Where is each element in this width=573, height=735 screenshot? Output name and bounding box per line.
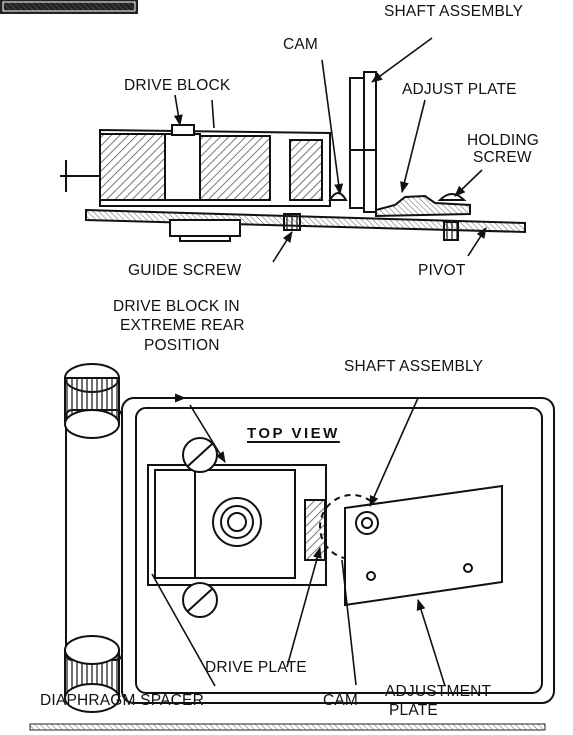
label-top-view: TOP VIEW [247, 425, 340, 442]
adjustment-plate-top [344, 484, 503, 607]
label-drive-block-rear-3: POSITION [144, 337, 220, 354]
label-cam-top: CAM [283, 36, 319, 53]
guide-screw-shape [169, 213, 301, 242]
housing-inner [135, 407, 543, 694]
label-adjustment-plate-1: ADJUSTMENT [385, 683, 492, 700]
drive-block-top [147, 464, 327, 586]
bottom-rule [29, 723, 546, 731]
knob-column [64, 363, 123, 713]
label-shaft-assembly-top: SHAFT ASSEMBLY [384, 3, 524, 20]
label-drive-block: DRIVE BLOCK [124, 77, 231, 94]
header-strip [0, 0, 138, 14]
label-holding-screw-1: HOLDING [467, 132, 540, 149]
cam-shape [328, 192, 348, 201]
label-holding-screw-2: SCREW [473, 149, 532, 166]
side-view-leaders [173, 37, 487, 263]
label-drive-block-rear-1: DRIVE BLOCK IN [113, 298, 240, 315]
label-drive-plate: DRIVE PLATE [205, 659, 307, 676]
side-view [60, 71, 526, 242]
drive-block-body [60, 124, 331, 207]
label-shaft-assembly-bottom: SHAFT ASSEMBLY [344, 358, 484, 375]
label-cam-bottom: CAM [323, 692, 359, 709]
label-adjust-plate: ADJUST PLATE [402, 81, 517, 98]
top-view [64, 363, 555, 713]
top-view-leaders [145, 393, 446, 687]
label-guide-screw: GUIDE SCREW [128, 262, 242, 279]
label-adjustment-plate-2: PLATE [389, 702, 438, 719]
holding-screw-shape [437, 193, 467, 241]
shaft-assembly-shape [349, 71, 377, 213]
base-plate [85, 208, 526, 234]
label-pivot: PIVOT [418, 262, 466, 279]
adjust-plate-shape [375, 194, 471, 218]
label-diaphragm-spacer: DIAPHRAGM SPACER [40, 692, 204, 709]
label-drive-block-rear-2: EXTREME REAR [120, 317, 245, 334]
